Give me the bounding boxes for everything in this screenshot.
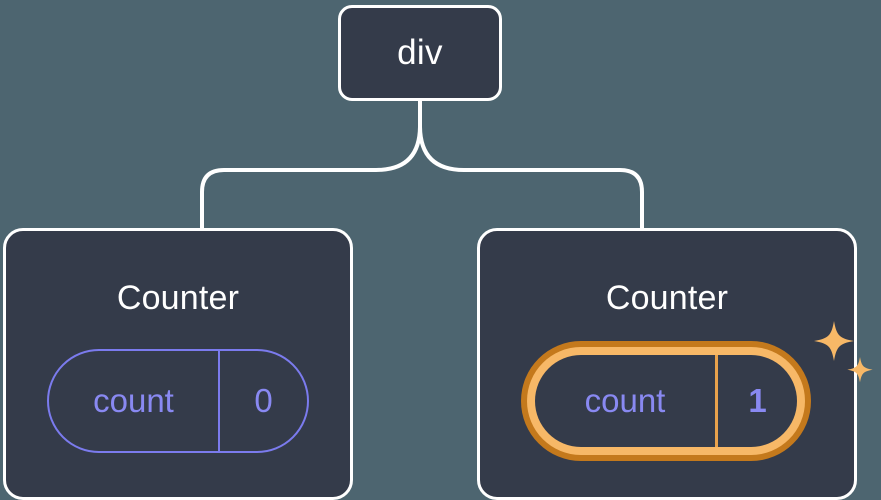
state-value-left: 0 bbox=[254, 382, 273, 419]
node-counter-left-title: Counter bbox=[116, 279, 240, 317]
state-key-left: count bbox=[49, 351, 220, 451]
sparkle-large-icon bbox=[814, 321, 854, 361]
state-capsule-left[interactable]: count 0 bbox=[47, 349, 309, 453]
node-div-label: div bbox=[397, 33, 443, 72]
node-counter-right-title: Counter bbox=[605, 279, 729, 317]
state-capsule-right: count 1 bbox=[535, 355, 797, 447]
state-key-right: count bbox=[535, 355, 718, 447]
state-capsule-right-highlight[interactable]: count 1 bbox=[521, 341, 811, 461]
node-counter-right[interactable]: Counter count 1 bbox=[477, 228, 873, 500]
node-div[interactable]: div bbox=[338, 5, 502, 101]
sparkle-small-icon bbox=[847, 357, 873, 383]
state-value-right: 1 bbox=[748, 382, 767, 419]
state-capsule-right-ring: count 1 bbox=[527, 347, 805, 455]
node-counter-left[interactable]: Counter count 0 bbox=[3, 228, 353, 500]
sparkle-icons bbox=[814, 321, 873, 383]
